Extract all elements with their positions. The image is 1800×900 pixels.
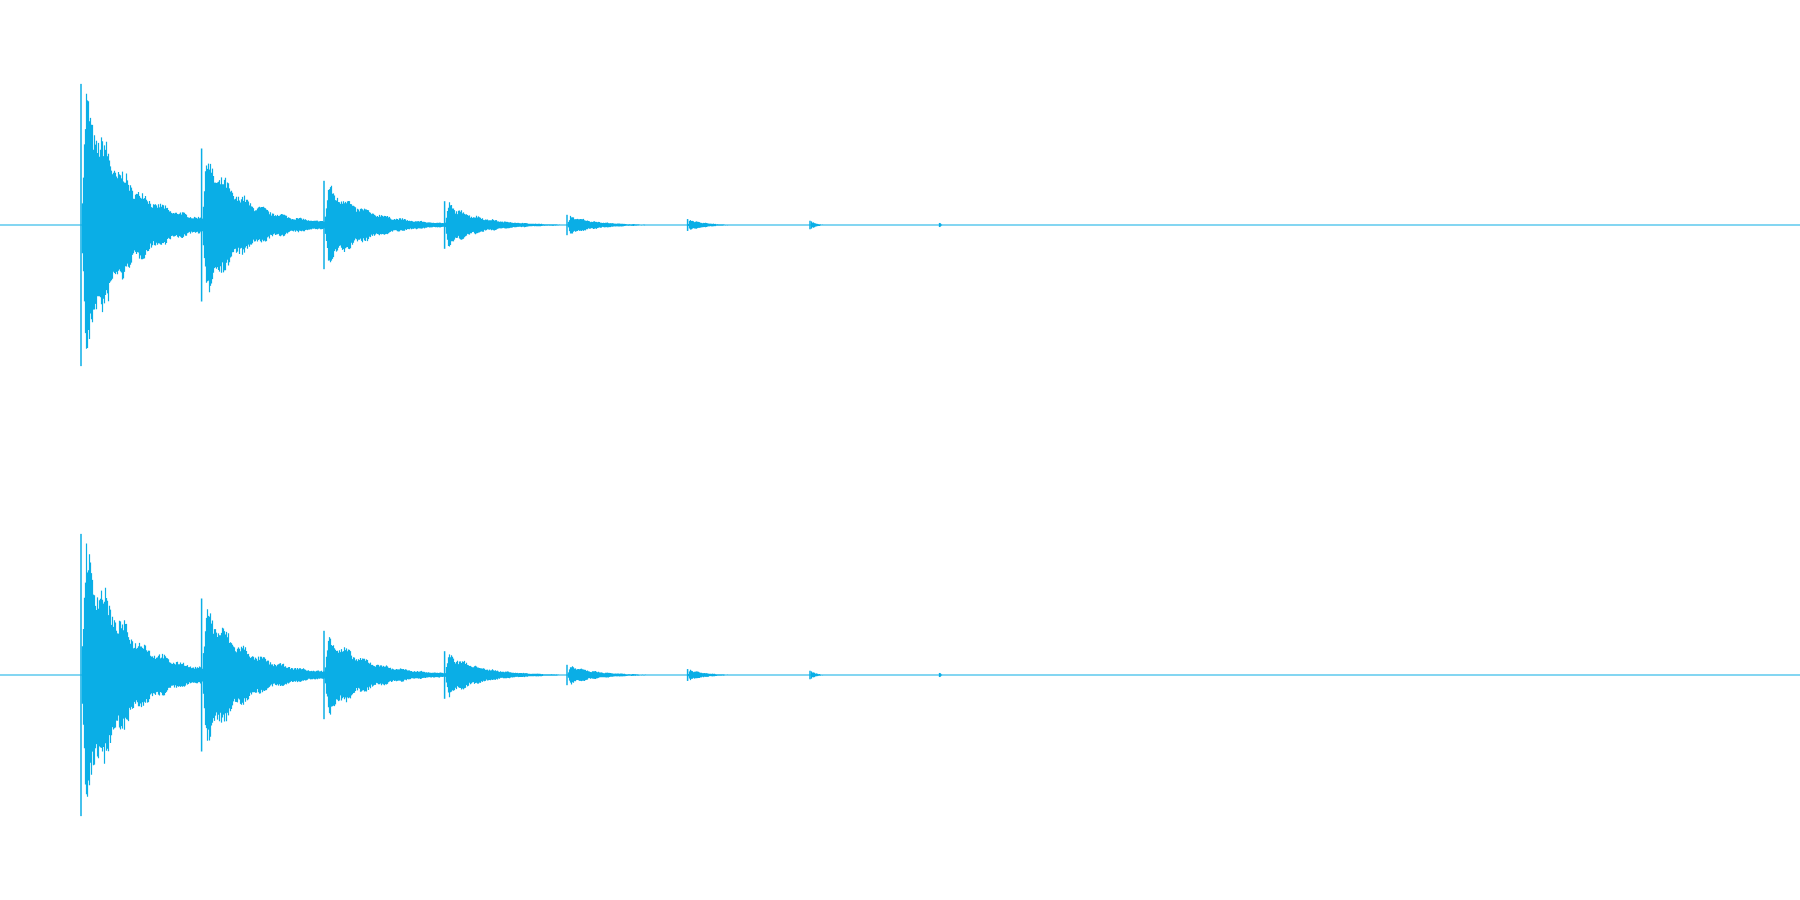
waveform-envelope bbox=[81, 543, 945, 797]
channel-right-waveform bbox=[0, 533, 1800, 817]
channel-left-waveform bbox=[0, 83, 1800, 367]
waveform-envelope bbox=[81, 93, 945, 349]
